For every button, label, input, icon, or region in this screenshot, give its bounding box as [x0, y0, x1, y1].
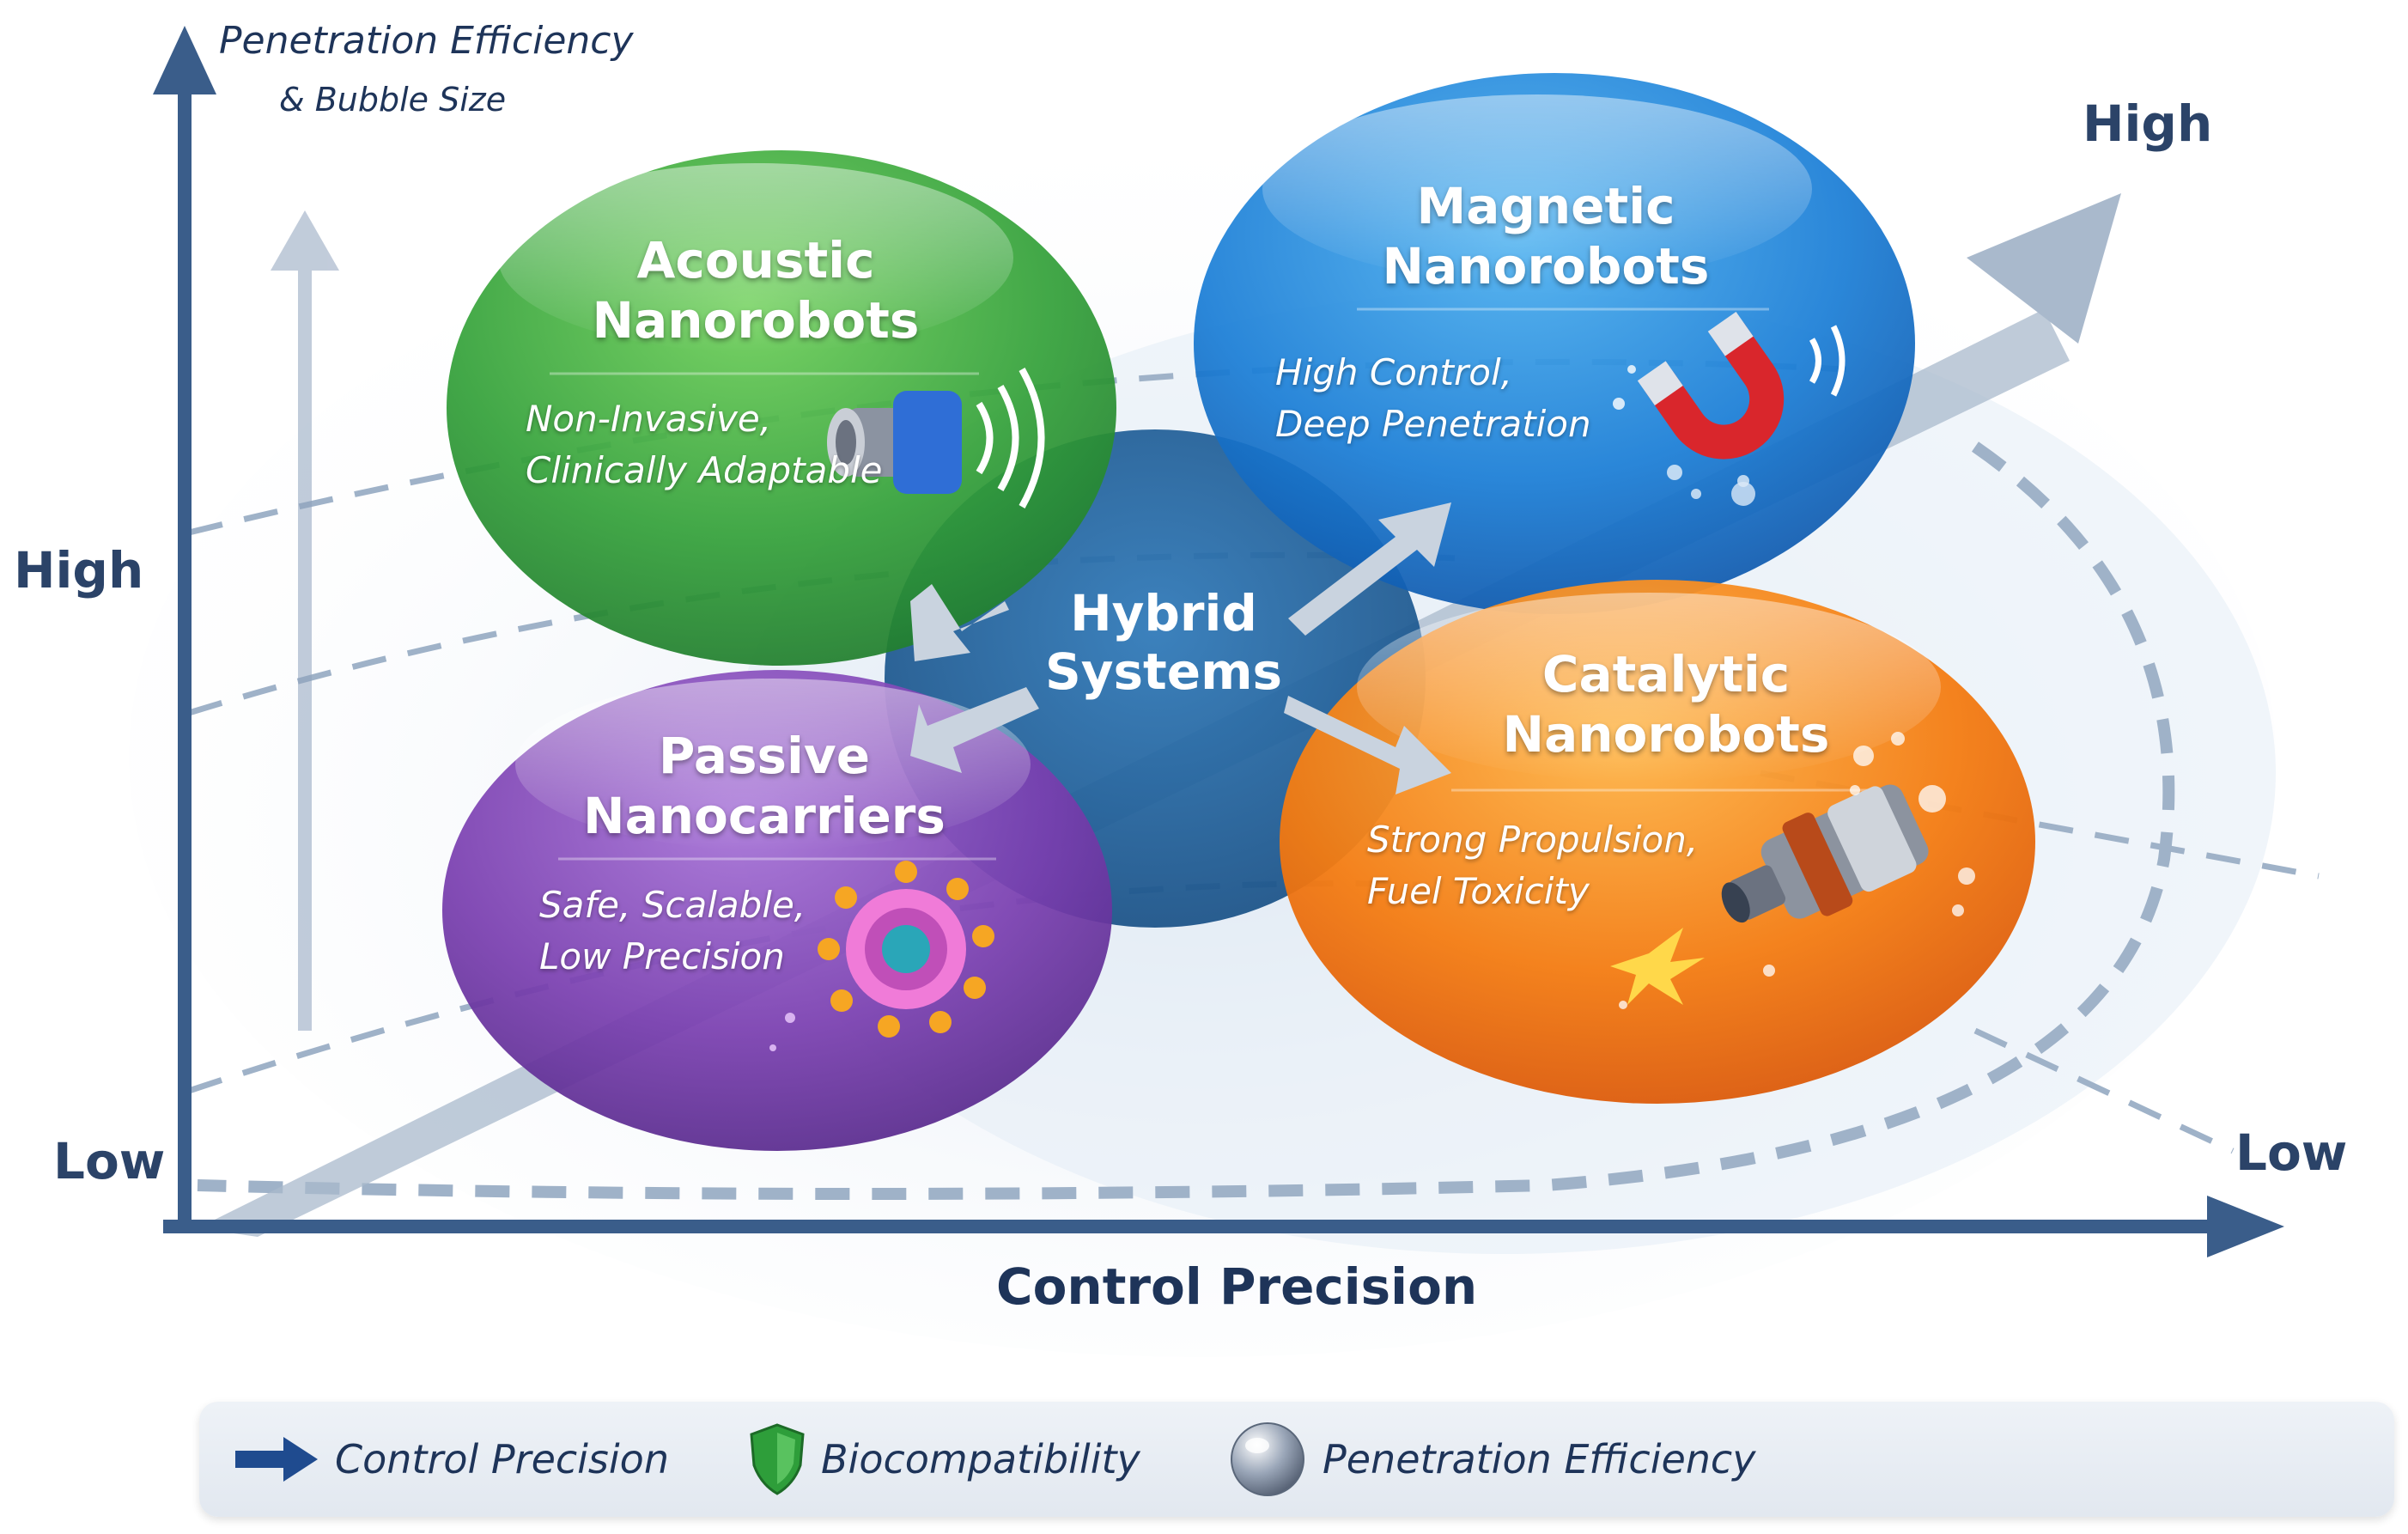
sphere-icon — [1231, 1422, 1304, 1496]
legend-item-control-precision: Control Precision — [234, 1402, 669, 1517]
magnetic-description: High Control,Deep Penetration — [1275, 351, 1591, 445]
engine-icon — [1610, 732, 1975, 1009]
catalytic-description: Strong Propulsion,Fuel Toxicity — [1367, 819, 1699, 912]
acoustic-description: Non-Invasive,Clinically Adaptable — [526, 398, 883, 491]
transducer-icon — [827, 368, 1045, 508]
y-axis-title: Penetration Efficiency — [219, 19, 634, 63]
magnetic-bubble — [1194, 73, 1915, 614]
legend-item-biocompatibility: Biocompatibility — [749, 1402, 1140, 1517]
y-axis-high-label: High — [14, 541, 144, 600]
passive-description: Safe, Scalable,Low Precision — [539, 884, 806, 977]
diagonal-high-label: High — [2083, 94, 2213, 153]
x-axis-title: Control Precision — [996, 1257, 1478, 1316]
main-axes — [153, 26, 2284, 1257]
legend-label-biocompatibility: Biocompatibility — [821, 1436, 1140, 1482]
acoustic-bubble — [447, 150, 1116, 666]
nanoparticle-icon — [769, 861, 994, 1051]
y-axis-low-label: Low — [53, 1132, 166, 1190]
shield-icon — [750, 1423, 805, 1495]
legend-label-control-precision: Control Precision — [335, 1436, 669, 1482]
legend: Control Precision Biocompatibility Penet… — [199, 1402, 2394, 1517]
arrow-icon — [235, 1437, 318, 1482]
magnet-icon — [1613, 311, 1846, 506]
diagonal-low-label: Low — [2235, 1123, 2348, 1182]
hybrid-arrows — [910, 502, 1451, 794]
legend-label-penetration-efficiency: Penetration Efficiency — [1323, 1436, 1756, 1482]
catalytic-bubble — [1280, 580, 2035, 1104]
legend-item-penetration-efficiency: Penetration Efficiency — [1228, 1402, 1755, 1517]
inner-y-arrow — [271, 210, 339, 1031]
y-axis-subtitle: & Bubble Size — [279, 81, 507, 119]
